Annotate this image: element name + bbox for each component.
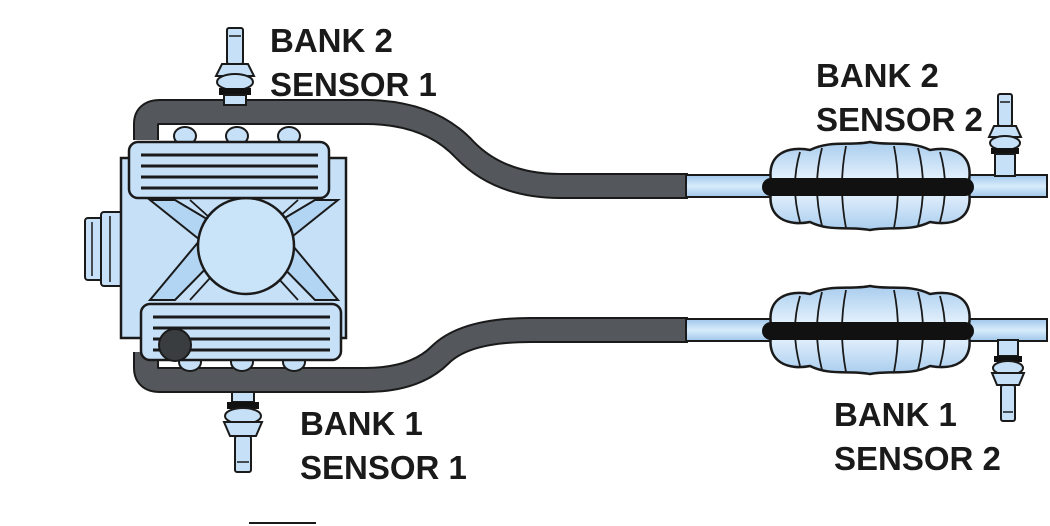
label-bank1-sensor1: BANK 1 SENSOR 1 [300, 402, 467, 490]
lower-valve-cover [139, 302, 343, 362]
label-bank2-sensor2-line2: SENSOR 2 [816, 101, 983, 138]
lower-catalytic-converter [762, 284, 974, 376]
label-bank2-sensor1: BANK 2 SENSOR 1 [270, 19, 437, 107]
bank2-sensor2-icon [987, 93, 1023, 177]
upper-exhaust-pipe [133, 99, 688, 199]
bank2-sensor1-icon [214, 27, 256, 106]
upper-valve-cover [127, 140, 331, 200]
label-bank2-sensor2-line1: BANK 2 [816, 57, 939, 94]
label-bank2-sensor2: BANK 2 SENSOR 2 [816, 54, 983, 142]
engine-pulley [84, 211, 124, 287]
bank1-sensor1-icon [222, 391, 264, 473]
lower-exhaust-pipe [133, 317, 688, 393]
label-bank2-sensor1-line2: SENSOR 1 [270, 66, 437, 103]
engine-block [84, 126, 348, 372]
label-bank1-sensor1-line1: BANK 1 [300, 405, 423, 442]
upper-light-pipe [685, 174, 1048, 198]
label-bank1-sensor2: BANK 1 SENSOR 2 [834, 393, 1001, 481]
upper-manifold-ports [173, 126, 301, 146]
lower-light-pipe [685, 318, 1048, 342]
upper-catalytic-converter [762, 140, 974, 232]
label-bank1-sensor2-line1: BANK 1 [834, 396, 957, 433]
label-bank2-sensor1-line1: BANK 2 [270, 22, 393, 59]
bank1-sensor2-icon [990, 339, 1026, 422]
oil-filler-cap [158, 328, 192, 362]
label-bank1-sensor2-line2: SENSOR 2 [834, 440, 1001, 477]
label-bank1-sensor1-line2: SENSOR 1 [300, 449, 467, 486]
engine-crank-circle [196, 196, 296, 296]
